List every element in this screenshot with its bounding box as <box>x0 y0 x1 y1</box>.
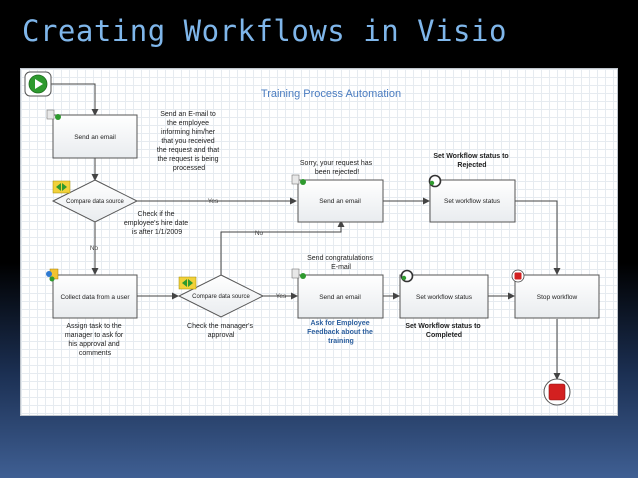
email-icon <box>46 109 61 120</box>
annotation-hire-date: Check if the employee's hire date is aft… <box>124 211 190 236</box>
annotation-congratulations: Send congratulations E-mail <box>307 255 375 271</box>
annotation-feedback: Ask for Employee Feedback about the trai… <box>307 320 375 345</box>
svg-text:Stop workflow: Stop workflow <box>537 294 578 301</box>
annotation-status-rejected: Set Workflow status to Rejected <box>433 153 510 169</box>
shape-send-email: Send an email <box>291 268 384 319</box>
compare-icon <box>52 180 71 194</box>
end-shape <box>543 378 571 406</box>
connector-label-yes: Yes <box>208 198 219 205</box>
svg-text:Send an email: Send an email <box>319 294 361 301</box>
stop-icon <box>511 269 525 283</box>
slide-title: Creating Workflows in Visio <box>22 14 507 48</box>
decision-compare-data-source: Compare data source <box>177 274 265 318</box>
annotation-status-completed: Set Workflow status to Completed <box>405 323 482 339</box>
annotation-rejected-note: Sorry, your request has been rejected! <box>300 160 374 176</box>
shape-send-email: Send an email <box>291 174 384 223</box>
svg-text:Compare data source: Compare data source <box>66 199 124 205</box>
email-icon <box>291 174 306 185</box>
shape-send-email: Send an email <box>46 109 138 159</box>
annotation-manager-approval: Check the manager's approval <box>187 323 255 339</box>
svg-text:Send an email: Send an email <box>74 134 116 141</box>
annotation-assign-task: Assign task to the manager to ask for hi… <box>65 323 125 357</box>
compare-icon <box>178 276 197 290</box>
status-refresh-icon <box>428 174 442 188</box>
annotation-email-note: Send an E-mail to the employee informing… <box>157 111 221 172</box>
start-shape <box>24 71 52 97</box>
shape-stop-workflow: Stop workflow <box>511 269 600 319</box>
shape-collect-data: Collect data from a user <box>46 268 138 319</box>
svg-text:Set workflow status: Set workflow status <box>416 294 473 301</box>
email-icon <box>291 268 306 279</box>
connector-label-no: No <box>90 245 99 252</box>
shape-set-workflow-status: Set workflow status <box>428 174 516 223</box>
workflow-diagram: Training Process Automation Yes No No Ye… <box>20 68 618 416</box>
diagram-title: Training Process Automation <box>261 88 401 100</box>
connector-lines <box>51 83 561 380</box>
play-icon <box>35 79 43 89</box>
svg-text:Collect data from a user: Collect data from a user <box>60 294 130 301</box>
connector-label-yes: Yes <box>276 293 287 300</box>
svg-text:Compare data source: Compare data source <box>192 294 250 300</box>
status-refresh-icon <box>400 269 414 283</box>
svg-text:Set workflow status: Set workflow status <box>444 198 501 205</box>
connector-label-no: No <box>255 230 264 237</box>
svg-text:Send an email: Send an email <box>319 198 361 205</box>
collect-data-icon <box>46 268 59 282</box>
decision-compare-data-source: Compare data source <box>51 179 139 223</box>
stop-square-icon <box>548 383 566 401</box>
shape-set-workflow-status: Set workflow status <box>399 269 489 319</box>
